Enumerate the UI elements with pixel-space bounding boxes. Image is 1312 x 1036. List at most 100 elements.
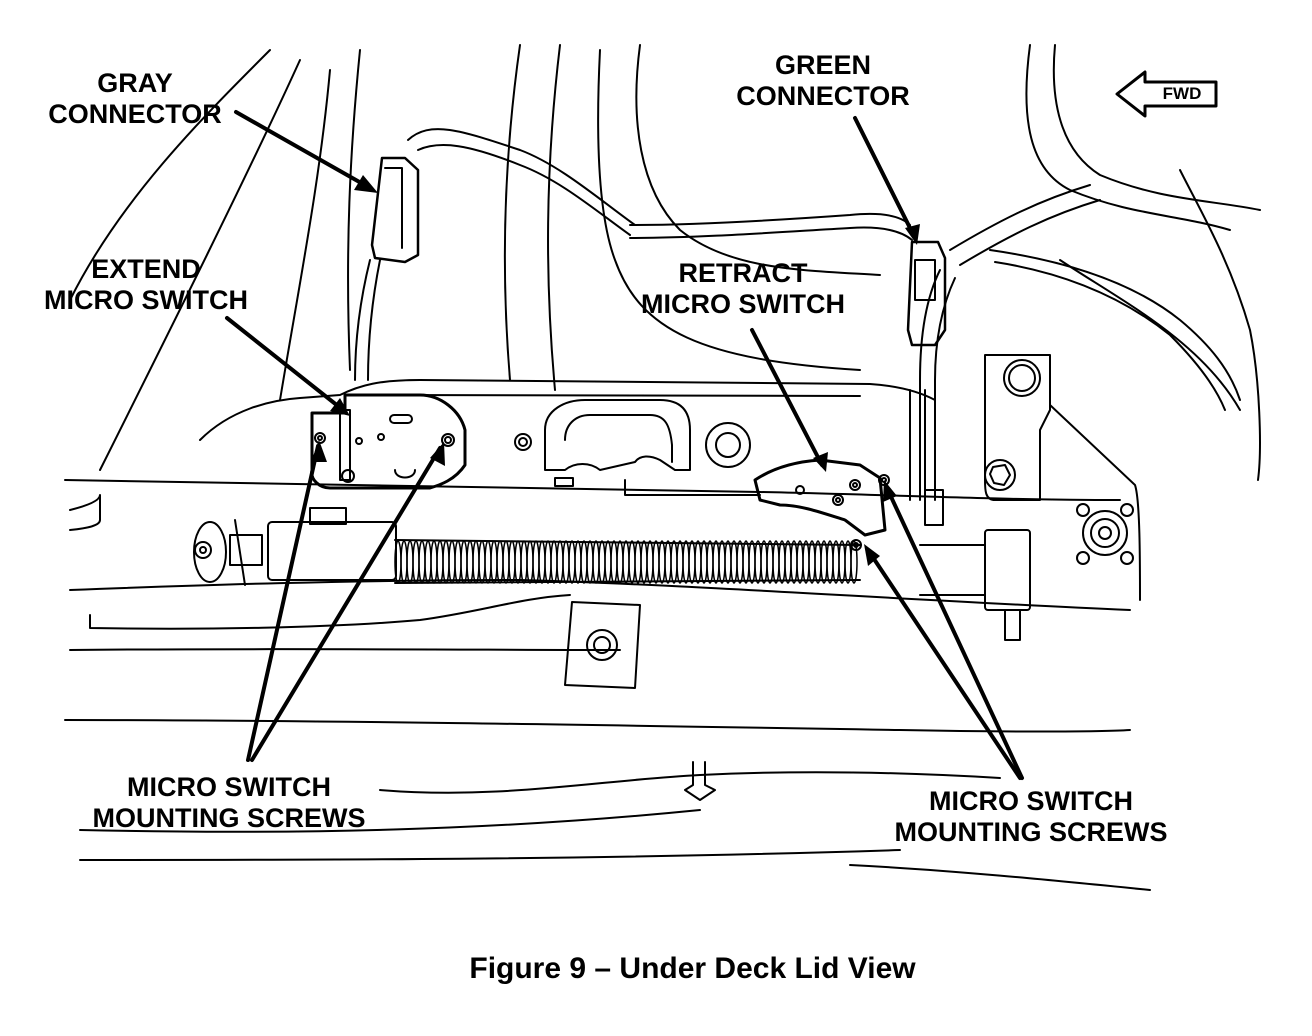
spring-coil [568,540,576,584]
spring-coil [478,540,486,584]
spring-coil [760,540,768,584]
spring-coil [652,540,660,584]
spring-coil [670,540,678,584]
spring-coil [814,540,822,584]
fwd-label: FWD [1162,84,1202,103]
spring-coil [844,540,852,584]
spring-coil [442,540,450,584]
retract-micro-switch [753,458,890,551]
spring-coil [772,540,780,584]
spring-coil [484,540,492,584]
extend-micro-switch-label: EXTEND MICRO SWITCH [36,254,256,316]
spring-coil [418,540,426,584]
spring-coil [454,540,462,584]
spring-coil [730,540,738,584]
spring-coil [754,540,762,584]
leader-screw-l2 [250,446,442,762]
spring-coil [646,540,654,584]
spring-coil [832,540,840,584]
gray-connector [370,156,420,264]
spring-coil [826,540,834,584]
latch-mechanism [919,354,1141,641]
left-mounting-screws-label: MICRO SWITCH MOUNTING SCREWS [80,772,378,834]
spring-coil [706,540,714,584]
spring-coil [466,540,474,584]
spring-assembly [193,507,861,586]
fwd-indicator [1115,70,1218,118]
spring-coil [472,540,480,584]
spring-coil [592,540,600,584]
spring-coil [538,540,546,584]
spring-coil [532,540,540,584]
extend-micro-switch-label-line1: EXTEND [91,254,201,284]
retract-micro-switch-label-line1: RETRACT [678,258,808,288]
leader-green-connector [853,116,917,240]
spring-coil [736,540,744,584]
arrowheads [311,175,920,566]
spring-coil [640,540,648,584]
spring-coil [610,540,618,584]
spring-coil [460,540,468,584]
spring-coil [514,540,522,584]
gray-connector-label-line1: GRAY [97,68,173,98]
spring-coil [616,540,624,584]
spring-coil [550,540,558,584]
spring-coil [436,540,444,584]
spring-coil [718,540,726,584]
right-mounting-screws-label: MICRO SWITCH MOUNTING SCREWS [882,786,1180,848]
green-connector [906,240,947,347]
spring-coil [412,540,420,584]
spring-coil [622,540,630,584]
spring-coil [820,540,828,584]
spring-coil [634,540,642,584]
leader-screw-r1 [866,548,1022,780]
extension-spring [394,540,858,584]
gray-connector-label: GRAY CONNECTOR [40,68,230,130]
spring-coil [544,540,552,584]
spring-coil [502,540,510,584]
leader-screw-r2 [884,484,1024,780]
spring-coil [700,540,708,584]
spring-coil [790,540,798,584]
spring-coil [694,540,702,584]
spring-coil [574,540,582,584]
spring-coil [406,540,414,584]
spring-coil [808,540,816,584]
spring-coil [802,540,810,584]
spring-coil [496,540,504,584]
center-bracket [514,399,761,496]
left-arrow-icon [1115,70,1218,118]
wire-harness [354,128,1241,501]
leader-extend-switch [225,316,345,412]
green-connector-label: GREEN CONNECTOR [728,50,918,112]
left-mounting-screws-label-line1: MICRO SWITCH [127,772,331,802]
spring-coil [598,540,606,584]
spring-coil [580,540,588,584]
green-connector-label-line1: GREEN [774,50,872,80]
gray-connector-label-line2: CONNECTOR [48,99,222,129]
right-mounting-screws-label-line2: MOUNTING SCREWS [894,817,1168,847]
leader-retract-switch [750,328,824,467]
leader-screw-l1 [246,444,320,762]
extend-micro-switch-label-line2: MICRO SWITCH [44,285,248,315]
body-panel-contours [69,44,1261,481]
spring-coil [688,540,696,584]
spring-coil [676,540,684,584]
spring-coil [778,540,786,584]
spring-coil [424,540,432,584]
spring-coil [664,540,672,584]
spring-coil [628,540,636,584]
harness-clip [564,601,716,801]
leader-arrows [225,110,1024,780]
spring-coil [682,540,690,584]
spring-coil [520,540,528,584]
spring-coil [490,540,498,584]
green-connector-label-line2: CONNECTOR [736,81,910,111]
leader-gray-connector [234,110,372,190]
retract-micro-switch-label-line2: MICRO SWITCH [641,289,845,319]
figure-caption: Figure 9 – Under Deck Lid View [469,952,916,985]
left-mounting-screws-label-line2: MOUNTING SCREWS [92,803,366,833]
spring-coil [508,540,516,584]
spring-coil [658,540,666,584]
